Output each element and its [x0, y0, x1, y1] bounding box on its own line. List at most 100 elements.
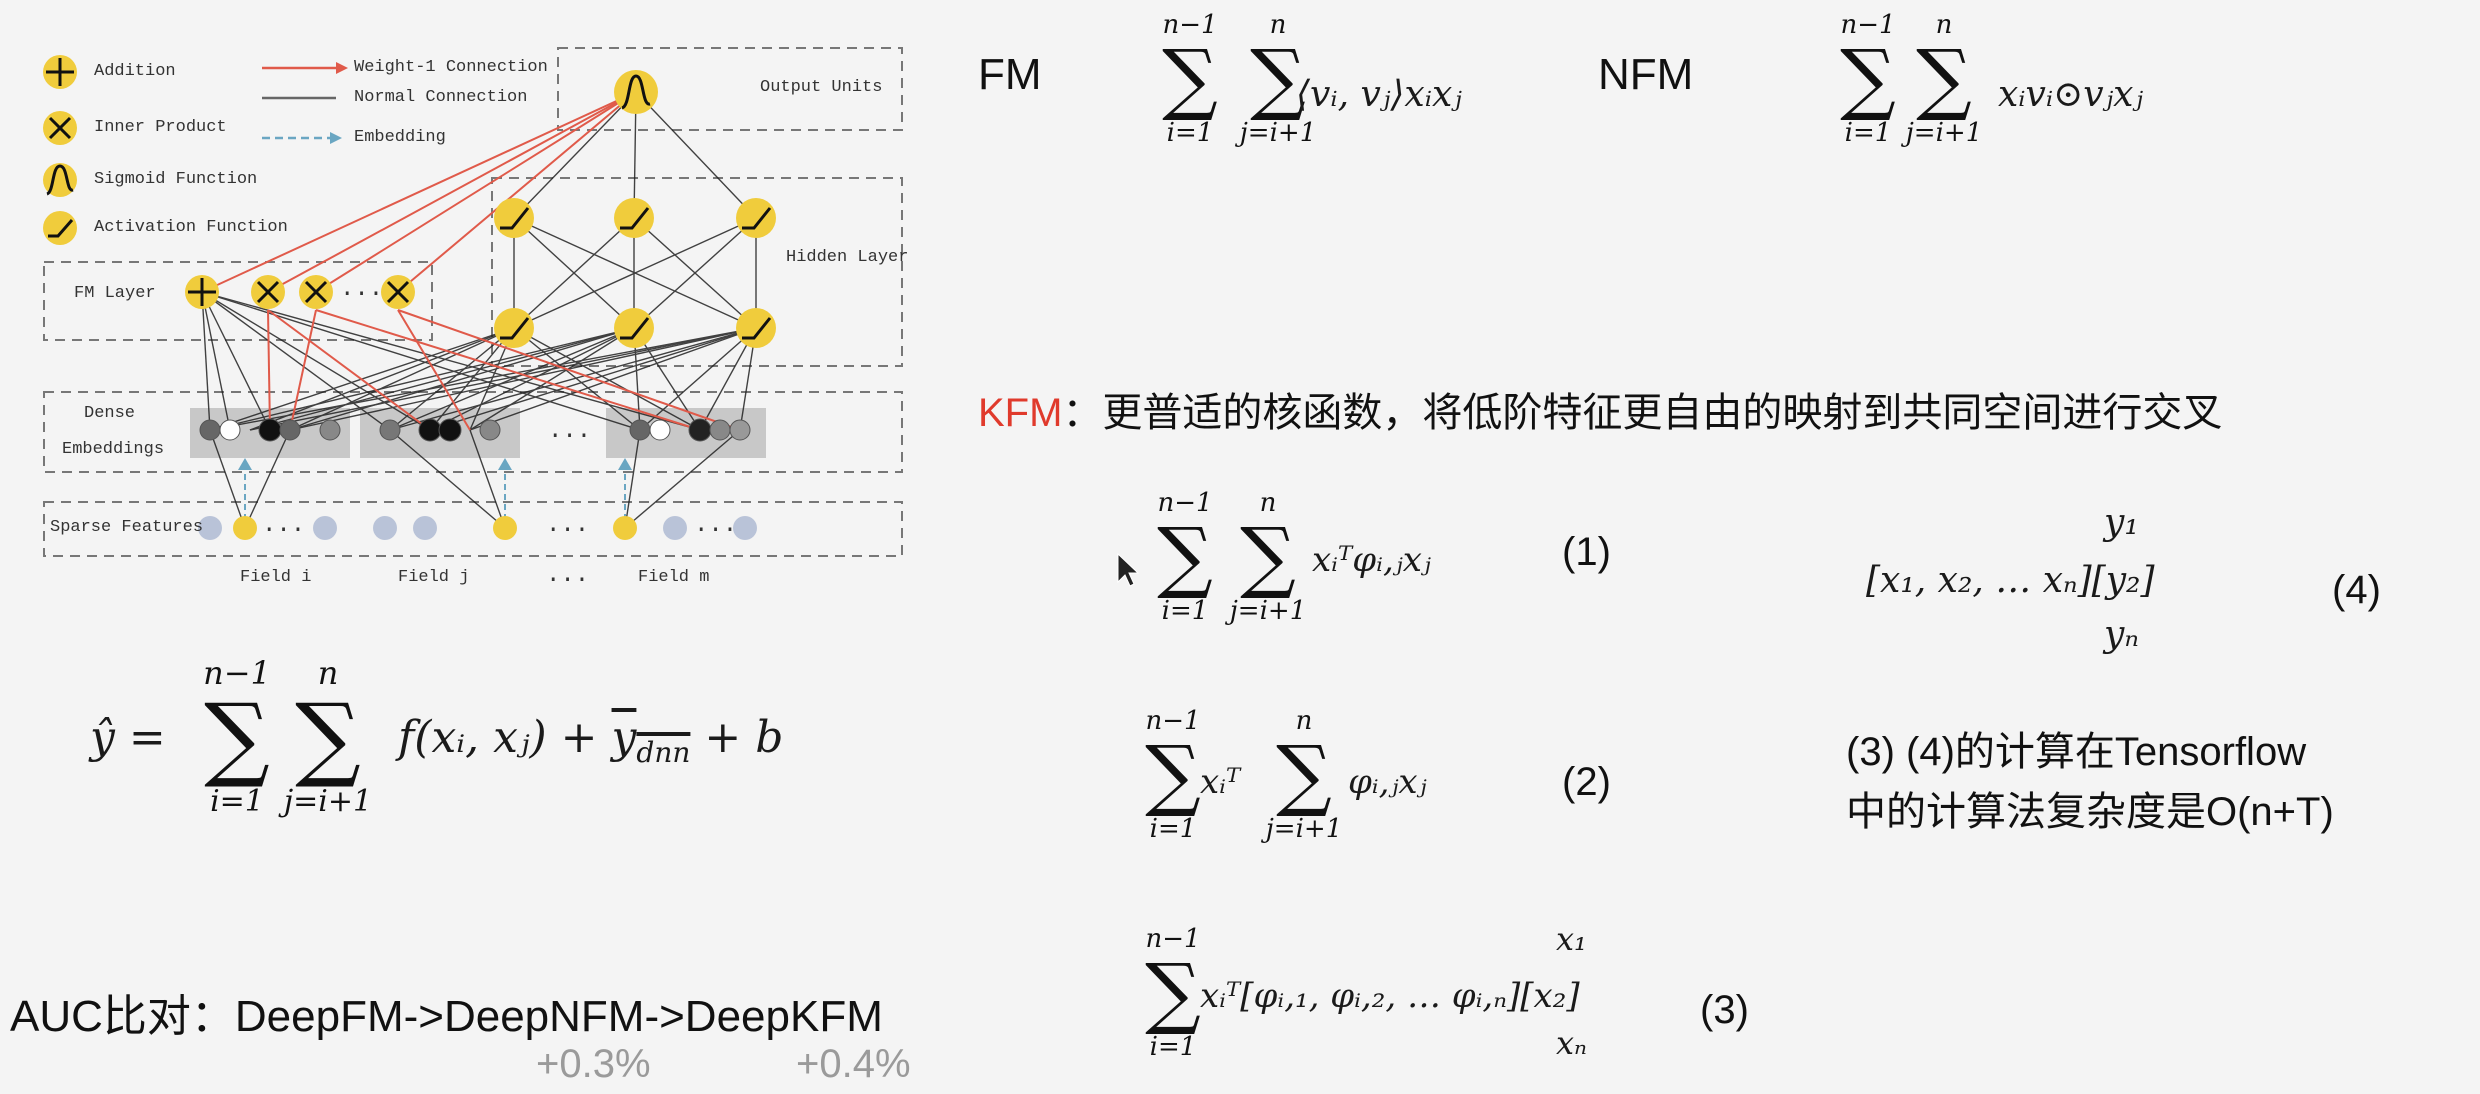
sparse-features-label: Sparse Features — [50, 518, 204, 537]
dense-embeddings-box — [43, 391, 903, 473]
legend-weight1-label: Weight-1 Connection — [354, 58, 548, 77]
sparse-ellipsis-2: ... — [546, 512, 590, 539]
legend-activation-label: Activation Function — [94, 218, 288, 237]
main-sum-i: n−1 ∑ i=1 — [172, 654, 302, 819]
auc-gain-kfm: +0.4% — [796, 1042, 911, 1086]
fm-layer-box — [43, 261, 433, 341]
sigma-symbol: ∑ — [1157, 512, 1213, 602]
main-eq-func: f(xᵢ, xⱼ) + — [398, 712, 598, 763]
y-dnn-hat: ydnn — [612, 712, 691, 769]
sum-upper-limit: n−1 — [1162, 10, 1218, 40]
eq2-sum-j: n ∑ j=i+1 — [1244, 706, 1364, 844]
legend-addition-label: Addition — [94, 62, 176, 81]
network-diagram: Addition Inner Product Sigmoid Function … — [0, 0, 920, 600]
diagram-svg — [43, 47, 903, 557]
sparse-features-box — [43, 501, 903, 557]
kfm-description: KFM：更普适的核函数，将低阶特征更自由的映射到共同空间进行交叉 — [978, 380, 2222, 438]
nfm-sum-j: n ∑ j=i+1 — [1884, 10, 2004, 148]
sum-upper-limit: n−1 — [203, 654, 271, 692]
eq3-number: (3) — [1700, 988, 1749, 1032]
main-sum-j: n ∑ j=i+1 — [258, 654, 398, 819]
eq3-body: xᵢᵀ[φᵢ,₁, φᵢ,₂, … φᵢ,ₙ][x₂] — [1200, 976, 1580, 1016]
eq2-number: (2) — [1562, 760, 1611, 804]
eq1-sum-j: n ∑ j=i+1 — [1208, 488, 1328, 626]
legend-embedding-label: Embedding — [354, 128, 446, 147]
y-dnn-subscript: dnn — [636, 735, 691, 769]
legend-sigmoid-label: Sigmoid Function — [94, 170, 258, 189]
fm-label: FM — [978, 50, 1042, 99]
fm-layer-label: FM Layer — [74, 284, 156, 303]
sum-upper-limit: n−1 — [1145, 924, 1201, 954]
main-eq-bias: + b — [704, 712, 784, 763]
eq2-sum-i: n−1 ∑ i=1 — [1118, 706, 1228, 844]
nfm-formula-body: xᵢvᵢ⊙vⱼxⱼ — [1998, 74, 2143, 115]
sum-lower-limit: j=i+1 — [1905, 118, 1983, 148]
eq4-vector-bottom: yₙ — [2104, 614, 2139, 655]
sum-upper-limit: n — [1935, 10, 1953, 40]
sigma-symbol: ∑ — [1840, 34, 1896, 124]
fm-formula-body: ⟨vᵢ, vⱼ⟩xᵢxⱼ — [1296, 74, 1462, 115]
sum-lower-limit: i=1 — [1166, 118, 1214, 148]
sum-upper-limit: n−1 — [1840, 10, 1896, 40]
field-j-label: Field j — [398, 568, 470, 587]
sigma-symbol: ∑ — [1250, 34, 1306, 124]
sum-upper-limit: n — [1295, 706, 1313, 736]
output-units-box — [557, 47, 903, 131]
hidden-layer-box — [491, 177, 903, 367]
legend-inner-product-label: Inner Product — [94, 118, 227, 137]
field-i-label: Field i — [240, 568, 312, 587]
eq2-body: φᵢ,ⱼxⱼ — [1348, 762, 1427, 802]
main-eq-body: f(xᵢ, xⱼ) + ydnn + b — [398, 712, 783, 769]
nfm-sum-i: n−1 ∑ i=1 — [1808, 10, 1928, 148]
sum-lower-limit: j=i+1 — [283, 784, 373, 819]
sigma-symbol: ∑ — [1240, 512, 1296, 602]
field-ellipsis: ... — [546, 562, 590, 589]
sum-upper-limit: n−1 — [1157, 488, 1213, 518]
eq4-vector-top: y₁ — [2104, 502, 2139, 543]
sigma-symbol: ∑ — [1916, 34, 1972, 124]
sparse-ellipsis-3: ... — [694, 512, 738, 539]
eq1-number: (1) — [1562, 530, 1611, 574]
dense-ellipsis: ... — [548, 418, 592, 445]
eq3-sum-i: n−1 ∑ i=1 — [1118, 924, 1228, 1062]
eq4-body: [x₁, x₂, … xₙ][y₂] — [1866, 560, 2155, 601]
auc-comparison: AUC比对：DeepFM->DeepNFM->DeepKFM — [10, 992, 883, 1041]
output-units-label: Output Units — [760, 78, 883, 97]
field-m-label: Field m — [638, 568, 710, 587]
sigma-symbol: ∑ — [204, 684, 270, 791]
sum-upper-limit: n — [1259, 488, 1277, 518]
hidden-layer-label: Hidden Layer — [786, 248, 909, 267]
sum-lower-limit: i=1 — [1844, 118, 1892, 148]
sigma-symbol: ∑ — [1162, 34, 1218, 124]
auc-gain-nfm: +0.3% — [536, 1042, 651, 1086]
complexity-line-1: (3) (4)的计算在Tensorflow — [1846, 730, 2307, 774]
sum-lower-limit: i=1 — [1149, 1032, 1197, 1062]
main-eq-lhs: ŷ = — [90, 712, 166, 763]
eq2-x: xᵢᵀ — [1200, 762, 1241, 802]
eq3-vector-bottom: xₙ — [1556, 1024, 1588, 1062]
sigma-symbol: ∑ — [1145, 948, 1201, 1038]
fm-sum-i: n−1 ∑ i=1 — [1130, 10, 1250, 148]
sum-lower-limit: j=i+1 — [1265, 814, 1343, 844]
sum-upper-limit: n — [317, 654, 339, 692]
sum-lower-limit: j=i+1 — [1229, 596, 1307, 626]
sum-lower-limit: i=1 — [1149, 814, 1197, 844]
mouse-cursor-icon — [1117, 552, 1140, 587]
sigma-symbol: ∑ — [295, 684, 361, 791]
eq4-number: (4) — [2332, 568, 2381, 612]
sum-upper-limit: n — [1269, 10, 1287, 40]
eq3-vector-top: x₁ — [1556, 920, 1587, 958]
complexity-note: (3) (4)的计算在Tensorflow 中的计算法复杂度是O(n+T) — [1846, 722, 2334, 842]
dense-embeddings-label-2: Embeddings — [62, 440, 165, 459]
sigma-symbol: ∑ — [1145, 730, 1201, 820]
legend-icons — [43, 55, 348, 245]
sigma-symbol: ∑ — [1276, 730, 1332, 820]
nfm-label: NFM — [1598, 50, 1694, 99]
eq1-body: xᵢᵀφᵢ,ⱼxⱼ — [1312, 540, 1431, 580]
sum-lower-limit: i=1 — [1161, 596, 1209, 626]
sum-lower-limit: i=1 — [210, 784, 264, 819]
fm-ellipsis: ... — [340, 276, 384, 303]
kfm-desc-text: ：更普适的核函数，将低阶特征更自由的映射到共同空间进行交叉 — [1062, 391, 2223, 435]
sparse-ellipsis-1: ... — [262, 512, 306, 539]
complexity-line-2: 中的计算法复杂度是O(n+T) — [1846, 790, 2334, 834]
